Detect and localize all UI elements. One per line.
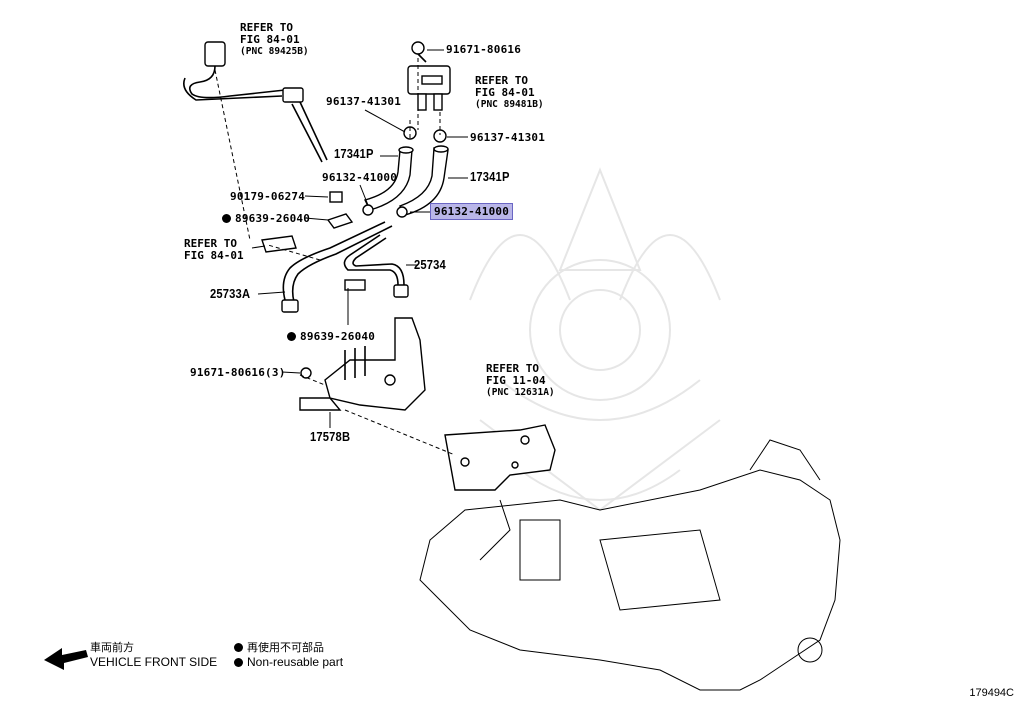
refer-line: FIG 84-01 — [240, 33, 300, 46]
assembly-lines — [214, 58, 456, 456]
part-label[interactable]: 25734 — [414, 257, 446, 272]
pressure-sensor — [407, 41, 451, 111]
refer-top-right: REFER TO FIG 84-01 (PNC 89481B) — [475, 75, 544, 111]
part-label[interactable]: 96132-41000 — [322, 171, 398, 184]
refer-line: FIG 11-04 — [486, 374, 546, 387]
part-label[interactable]: 96137-41301 — [470, 131, 546, 144]
hose-clips — [261, 191, 408, 253]
legend-front-en: VEHICLE FRONT SIDE — [90, 655, 218, 669]
part-label-nonreusable[interactable]: 89639-26040 — [222, 212, 310, 225]
bullet-icon — [234, 658, 243, 667]
legend-nonreuse-jp-row: 再使用不可部品 — [234, 640, 343, 655]
refer-mid-left: REFER TO FIG 84-01 — [184, 238, 244, 262]
bullet-icon — [234, 643, 243, 652]
refer-line: REFER TO — [486, 362, 539, 375]
highlighted-part-number[interactable]: 96132-41000 — [430, 203, 514, 220]
legend-front: 車両前方 VEHICLE FRONT SIDE — [90, 640, 217, 670]
non-reusable-dot-icon — [222, 214, 231, 223]
refer-top-left: REFER TO FIG 84-01 (PNC 89425B) — [240, 22, 309, 58]
bracket — [299, 317, 426, 411]
engine-bracket — [444, 424, 556, 491]
engine-outline — [419, 439, 841, 691]
part-label[interactable]: 17341P — [334, 146, 374, 161]
part-label[interactable]: 17341P — [470, 169, 510, 184]
part-number: 89639-26040 — [235, 212, 311, 225]
non-reusable-dot-icon — [287, 332, 296, 341]
legend-nonreuse-jp: 再使用不可部品 — [247, 641, 324, 654]
part-label-nonreusable[interactable]: 89639-26040 — [287, 330, 375, 343]
part-label[interactable]: 91671-80616(3) — [190, 366, 286, 379]
diagram-code: 179494C — [969, 687, 1014, 699]
part-label[interactable]: 90179-06274 — [230, 190, 306, 203]
legend-nonreuse-en-row: Non-reusable part — [234, 655, 343, 670]
watermark-logo — [469, 167, 721, 512]
vacuum-pipes — [281, 221, 409, 313]
part-label[interactable]: 96137-41301 — [326, 95, 402, 108]
part-label[interactable]: 91671-80616 — [446, 43, 522, 56]
part-number: 89639-26040 — [300, 330, 376, 343]
legend-nonreusable: 再使用不可部品 Non-reusable part — [234, 640, 343, 670]
refer-engine: REFER TO FIG 11-04 (PNC 12631A) — [486, 363, 555, 399]
exhaust-temp-sensor — [183, 41, 328, 163]
refer-line: FIG 84-01 — [184, 249, 244, 262]
part-label[interactable]: 25733A — [210, 286, 251, 301]
refer-pnc: (PNC 12631A) — [486, 387, 555, 398]
refer-line: REFER TO — [240, 21, 293, 34]
refer-line: REFER TO — [184, 237, 237, 250]
legend-nonreuse-en: Non-reusable part — [247, 655, 344, 669]
refer-line: FIG 84-01 — [475, 86, 535, 99]
refer-pnc: (PNC 89425B) — [240, 46, 309, 57]
part-label-highlighted[interactable]: 96132-41000 — [430, 203, 514, 220]
front-arrow-icon — [44, 648, 88, 670]
part-label[interactable]: 17578B — [310, 429, 351, 444]
refer-line: REFER TO — [475, 74, 528, 87]
label-leaders — [251, 49, 468, 428]
refer-pnc: (PNC 89481B) — [475, 99, 544, 110]
legend-front-jp: 車両前方 — [90, 641, 134, 654]
